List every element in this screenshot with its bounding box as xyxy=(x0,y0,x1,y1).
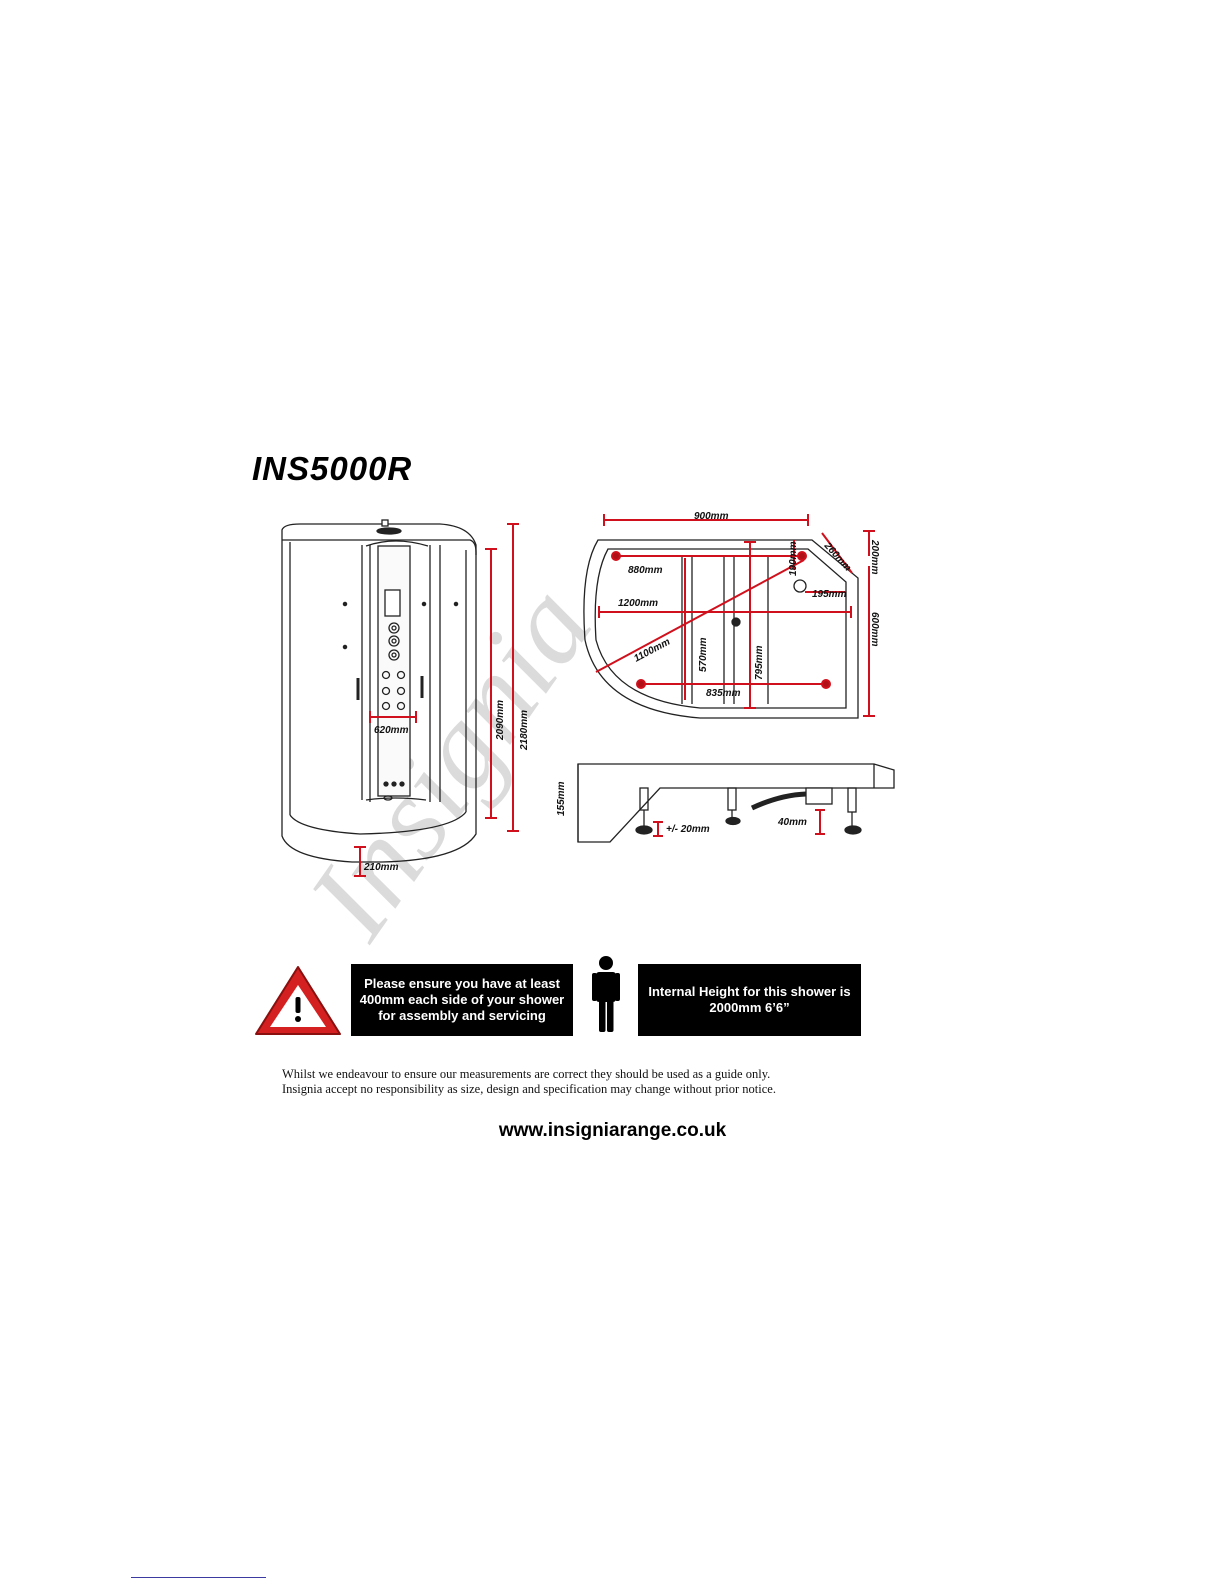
dim-190: 190mm xyxy=(788,541,799,576)
watermark: Insignia xyxy=(282,561,617,960)
person-icon xyxy=(592,956,620,1032)
dim-20: +/- 20mm xyxy=(666,824,710,835)
tray-side-drawing xyxy=(577,763,895,843)
dim-795: 795mm xyxy=(754,645,765,680)
dim-2090: 2090mm xyxy=(495,700,506,741)
dim-200: 200mm xyxy=(869,539,880,575)
tray-plan-drawing xyxy=(583,539,859,719)
dim-1200: 1200mm xyxy=(618,598,658,609)
side-dimension-lines xyxy=(653,809,825,837)
cabin-dimension-lines xyxy=(354,523,519,877)
model-title: INS5000R xyxy=(252,450,413,487)
dim-600: 600mm xyxy=(869,612,880,647)
clearance-notice: Please ensure you have at least 400mm ea… xyxy=(351,964,573,1036)
dim-570: 570mm xyxy=(698,637,709,672)
shower-cabin-drawing xyxy=(281,519,477,863)
disclaimer-line-2: Insignia accept no responsibility as siz… xyxy=(282,1082,776,1096)
footer-rule xyxy=(131,1577,266,1578)
dim-40: 40mm xyxy=(777,817,807,828)
svg-text:Insignia: Insignia xyxy=(282,561,617,960)
dim-155: 155mm xyxy=(556,781,567,816)
tray-dimension-lines xyxy=(595,514,875,717)
dim-210: 210mm xyxy=(363,862,399,873)
dim-195: 195mm xyxy=(812,589,847,600)
dim-880: 880mm xyxy=(628,565,663,576)
dim-620: 620mm xyxy=(374,725,409,736)
dim-260: 260mm xyxy=(821,540,853,574)
disclaimer-line-1: Whilst we endeavour to ensure our measur… xyxy=(282,1067,771,1081)
warning-icon xyxy=(255,966,341,1035)
website-url: www.insigniarange.co.uk xyxy=(498,1120,727,1141)
internal-height-notice: Internal Height for this shower is 2000m… xyxy=(638,964,861,1036)
dim-2180: 2180mm xyxy=(519,710,530,751)
dim-900: 900mm xyxy=(694,511,729,522)
dim-835: 835mm xyxy=(706,688,741,699)
